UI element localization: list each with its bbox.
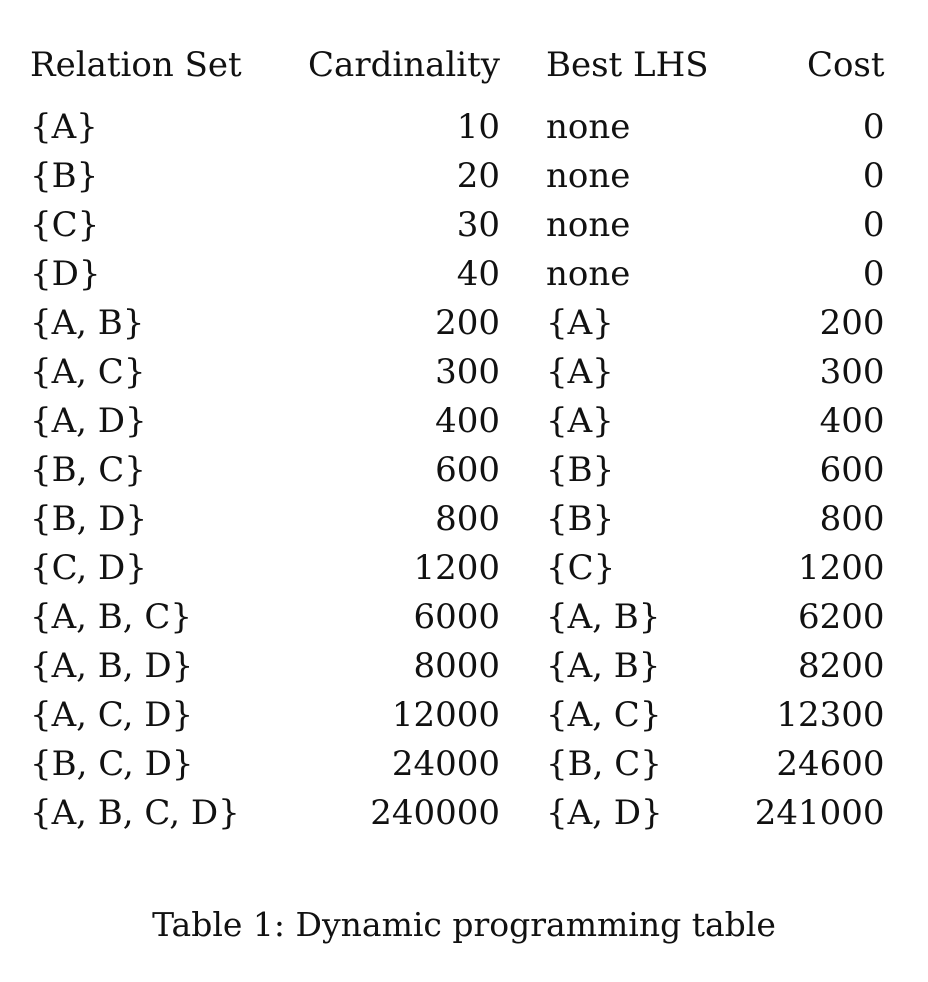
- table-row: {B, D} 800 {B} 800: [30, 494, 885, 543]
- cost-cell: 800: [819, 498, 885, 539]
- cost-cell: 12300: [776, 694, 885, 735]
- cardinality-cell: 12000: [391, 694, 500, 735]
- cardinality-cell: 200: [435, 302, 500, 343]
- cardinality-cell: 40: [456, 253, 500, 294]
- table-row: {A, B, D} 8000 {A, B} 8200: [30, 641, 885, 690]
- table-row: {A, C} 300 {A} 300: [30, 347, 885, 396]
- dynamic-programming-table: Relation Set Cardinality Best LHS Cost {…: [30, 36, 885, 837]
- best-lhs-cell: {A}: [546, 302, 614, 343]
- table-row: {C, D} 1200 {C} 1200: [30, 543, 885, 592]
- relation-set-cell: {C, D}: [30, 547, 147, 588]
- table-row: {B, C, D} 24000 {B, C} 24600: [30, 739, 885, 788]
- relation-set-cell: {A, B, D}: [30, 645, 194, 686]
- cardinality-cell: 1200: [413, 547, 500, 588]
- cardinality-cell: 6000: [413, 596, 500, 637]
- relation-set-cell: {A}: [30, 106, 98, 147]
- best-lhs-cell: {B, C}: [546, 743, 662, 784]
- relation-set-cell: {A, D}: [30, 400, 147, 441]
- best-lhs-cell: none: [546, 106, 631, 147]
- cardinality-cell: 24000: [391, 743, 500, 784]
- cardinality-cell: 10: [456, 106, 500, 147]
- cost-cell: 200: [819, 302, 885, 343]
- relation-set-cell: {D}: [30, 253, 101, 294]
- table-row: {B} 20 none 0: [30, 151, 885, 200]
- cost-cell: 0: [862, 106, 885, 147]
- table-row: {A, D} 400 {A} 400: [30, 396, 885, 445]
- table-row: {A} 10 none 0: [30, 102, 885, 151]
- cost-cell: 300: [819, 351, 885, 392]
- header-best-lhs: Best LHS: [546, 45, 709, 85]
- header-row: Relation Set Cardinality Best LHS Cost: [30, 36, 885, 102]
- cost-cell: 24600: [776, 743, 885, 784]
- best-lhs-cell: {A}: [546, 351, 614, 392]
- relation-set-cell: {A, B, C, D}: [30, 792, 240, 833]
- cardinality-cell: 30: [456, 204, 500, 245]
- relation-set-cell: {B, C}: [30, 449, 146, 490]
- cardinality-cell: 20: [456, 155, 500, 196]
- best-lhs-cell: {A}: [546, 400, 614, 441]
- header-cost: Cost: [806, 45, 885, 85]
- cost-cell: 600: [819, 449, 885, 490]
- cardinality-cell: 600: [435, 449, 500, 490]
- table-row: {B, C} 600 {B} 600: [30, 445, 885, 494]
- relation-set-cell: {B, C, D}: [30, 743, 194, 784]
- best-lhs-cell: none: [546, 204, 631, 245]
- best-lhs-cell: {C}: [546, 547, 616, 588]
- cost-cell: 8200: [798, 645, 885, 686]
- best-lhs-cell: {A, C}: [546, 694, 662, 735]
- table-caption: Table 1: Dynamic programming table: [152, 905, 776, 944]
- cost-cell: 241000: [754, 792, 885, 833]
- cardinality-cell: 400: [435, 400, 500, 441]
- best-lhs-cell: none: [546, 253, 631, 294]
- best-lhs-cell: {A, D}: [546, 792, 663, 833]
- cardinality-cell: 8000: [413, 645, 500, 686]
- table-row: {A, C, D} 12000 {A, C} 12300: [30, 690, 885, 739]
- relation-set-cell: {B}: [30, 155, 99, 196]
- cost-cell: 6200: [798, 596, 885, 637]
- relation-set-cell: {B, D}: [30, 498, 148, 539]
- cardinality-cell: 300: [435, 351, 500, 392]
- table-row: {A, B} 200 {A} 200: [30, 298, 885, 347]
- table-row: {C} 30 none 0: [30, 200, 885, 249]
- best-lhs-cell: {B}: [546, 449, 615, 490]
- relation-set-cell: {A, C}: [30, 351, 146, 392]
- cost-cell: 0: [862, 204, 885, 245]
- relation-set-cell: {A, B}: [30, 302, 145, 343]
- relation-set-cell: {C}: [30, 204, 100, 245]
- header-cardinality: Cardinality: [308, 45, 500, 85]
- table-body: {A} 10 none 0 {B} 20 none 0 {C} 30 none …: [30, 102, 885, 837]
- cost-cell: 0: [862, 155, 885, 196]
- table-header: Relation Set Cardinality Best LHS Cost: [30, 36, 885, 102]
- table-row: {D} 40 none 0: [30, 249, 885, 298]
- best-lhs-cell: {A, B}: [546, 596, 661, 637]
- relation-set-cell: {A, B, C}: [30, 596, 193, 637]
- table-row: {A, B, C, D} 240000 {A, D} 241000: [30, 788, 885, 837]
- best-lhs-cell: {A, B}: [546, 645, 661, 686]
- table-row: {A, B, C} 6000 {A, B} 6200: [30, 592, 885, 641]
- cost-cell: 0: [862, 253, 885, 294]
- cardinality-cell: 240000: [370, 792, 500, 833]
- best-lhs-cell: {B}: [546, 498, 615, 539]
- relation-set-cell: {A, C, D}: [30, 694, 194, 735]
- header-relation-set: Relation Set: [30, 45, 242, 85]
- cardinality-cell: 800: [435, 498, 500, 539]
- cost-cell: 400: [819, 400, 885, 441]
- best-lhs-cell: none: [546, 155, 631, 196]
- cost-cell: 1200: [798, 547, 885, 588]
